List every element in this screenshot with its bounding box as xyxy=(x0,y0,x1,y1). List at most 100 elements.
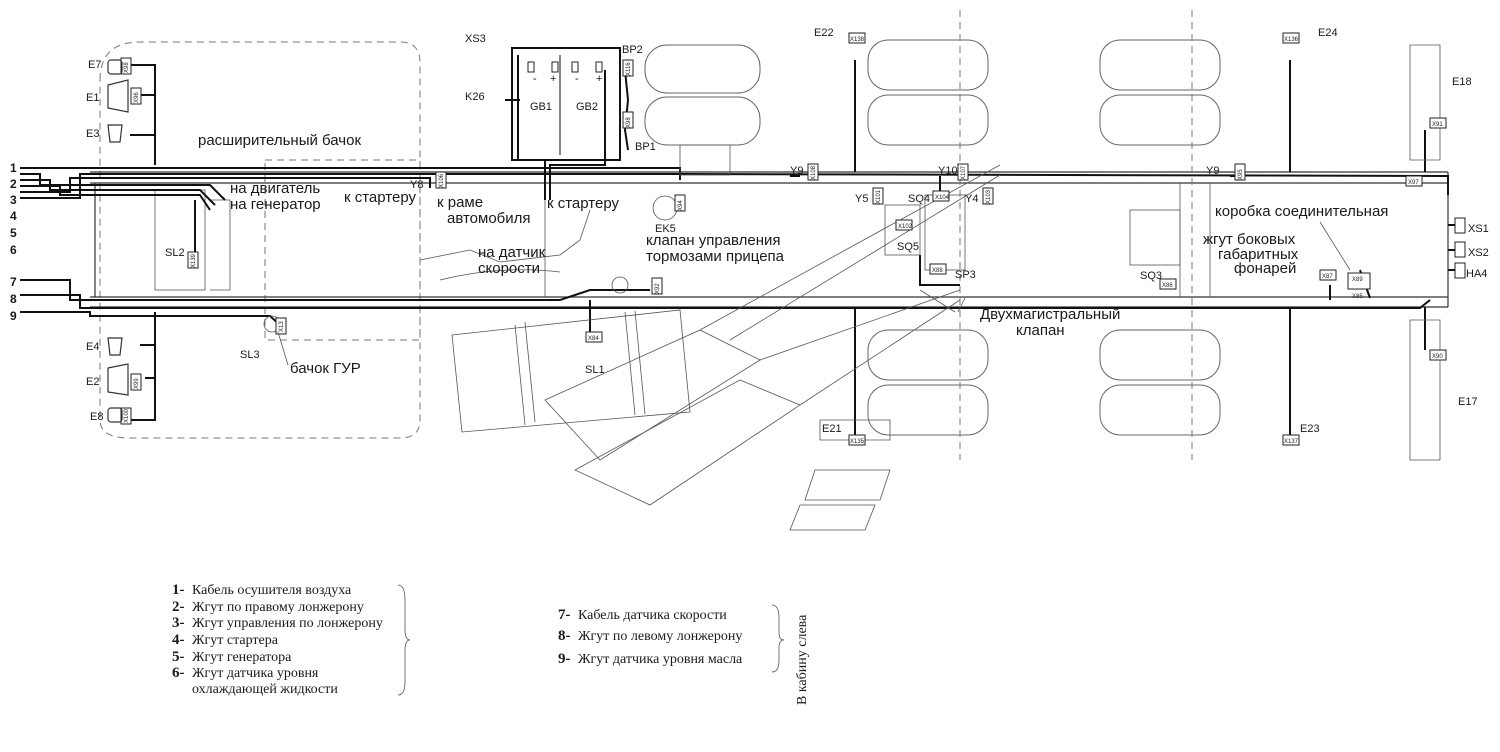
label-x136: X136 xyxy=(1284,37,1299,43)
label-ha4: HA4 xyxy=(1466,268,1487,280)
annot-expansion-tank: расширительный бачок xyxy=(198,132,361,149)
wire-number-5: 5 xyxy=(10,226,17,240)
label-y9: Y9 xyxy=(790,165,803,177)
connector-labels: X98 X96 X139 X13 X99 X100 X106 X116 X98 … xyxy=(124,37,1443,445)
label-gb1: GB1 xyxy=(530,101,552,113)
annot-speed-sensor-2: скорости xyxy=(478,260,540,277)
label-ek5: EK5 xyxy=(655,223,676,235)
label-e8: E8 xyxy=(90,411,103,423)
annot-to-starter-2: к стартеру xyxy=(547,195,620,212)
battery-box xyxy=(511,47,621,161)
legend-num-4: 4- xyxy=(172,632,185,648)
label-k26: K26 xyxy=(465,91,485,103)
label-y8: Y8 xyxy=(410,179,423,191)
battery-minus-1: - xyxy=(533,73,537,85)
legend-text-1: Кабель осушителя воздуха xyxy=(192,583,352,598)
label-e24: E24 xyxy=(1318,27,1338,39)
label-x89: X89 xyxy=(1352,277,1363,283)
legend-text-6b: охлаждающей жидкости xyxy=(192,682,338,697)
annot-trailer-valve-2: тормозами прицепа xyxy=(646,248,785,265)
label-x90: X90 xyxy=(1432,354,1443,360)
legend-left: 1- Кабель осушителя воздуха 2- Жгут по п… xyxy=(172,582,411,697)
label-x86: X86 xyxy=(1162,283,1173,289)
label-bp1: BP1 xyxy=(635,141,656,153)
label-y5: Y5 xyxy=(855,193,868,205)
annot-power-steering-tank: бачок ГУР xyxy=(290,360,361,377)
label-sq5: SQ5 xyxy=(897,241,919,253)
engine-outline xyxy=(154,189,591,291)
label-x106: X106 xyxy=(439,173,445,188)
label-x99: X99 xyxy=(134,378,140,389)
annot-to-frame-2: автомобиля xyxy=(447,210,531,227)
wire-number-4: 4 xyxy=(10,209,17,223)
label-e2: E2 xyxy=(86,376,99,388)
label-x137: X137 xyxy=(1284,439,1299,445)
label-sl2: SL2 xyxy=(165,247,185,259)
annot-speed-sensor-1: на датчик xyxy=(478,244,546,261)
air-tanks xyxy=(644,44,761,176)
label-x91: X91 xyxy=(1432,122,1443,128)
label-xs1: XS1 xyxy=(1468,223,1489,235)
label-gb2: GB2 xyxy=(576,101,598,113)
label-xs3: XS3 xyxy=(465,33,486,45)
legend-num-5: 5- xyxy=(172,649,185,665)
wire-number-6: 6 xyxy=(10,243,17,257)
tires xyxy=(867,10,1441,461)
label-sq3: SQ3 xyxy=(1140,270,1162,282)
annot-trailer-valve-1: клапан управления xyxy=(646,232,781,249)
label-sq4: SQ4 xyxy=(908,193,930,205)
label-sp3: SP3 xyxy=(955,269,976,281)
label-sl1: SL1 xyxy=(585,364,605,376)
label-xs2: XS2 xyxy=(1468,247,1489,259)
fuel-tank xyxy=(451,309,691,433)
label-y9b: Y9 xyxy=(1206,165,1219,177)
label-x13: X13 xyxy=(279,321,285,332)
annot-side-lights-1: жгут боковых xyxy=(1203,231,1296,248)
label-e18: E18 xyxy=(1452,76,1472,88)
label-x139: X139 xyxy=(191,253,197,268)
battery-plus-2: + xyxy=(596,73,602,85)
legend-text-9: Жгут датчика уровня масла xyxy=(578,652,743,667)
wire-numbers: 1 2 3 4 5 6 7 8 9 xyxy=(10,161,17,323)
label-y4: Y4 xyxy=(965,193,978,205)
annot-junction-box: коробка соединительная xyxy=(1215,203,1388,220)
legend-text-8: Жгут по левому лонжерону xyxy=(578,629,742,644)
label-sl3: SL3 xyxy=(240,349,260,361)
battery-minus-2: - xyxy=(575,73,579,85)
label-x87: X87 xyxy=(1322,274,1333,280)
legend-num-9: 9- xyxy=(558,651,571,667)
annot-to-frame-1: к раме xyxy=(437,194,483,211)
annot-dual-valve-2: клапан xyxy=(1016,322,1065,339)
label-x94: X94 xyxy=(678,200,684,211)
label-x104: X104 xyxy=(935,195,950,201)
label-e21: E21 xyxy=(822,423,842,435)
label-e23: E23 xyxy=(1300,423,1320,435)
legend-right: 7- Кабель датчика скорости 8- Жгут по ле… xyxy=(558,604,810,705)
wire-number-3: 3 xyxy=(10,193,17,207)
label-x98: X98 xyxy=(124,62,130,73)
label-x85: X85 xyxy=(1352,294,1363,300)
label-y10: Y10 xyxy=(938,165,958,177)
label-e1: E1 xyxy=(86,92,99,104)
label-e7: E7 xyxy=(88,59,101,71)
label-x116: X116 xyxy=(626,62,632,76)
label-x98b: X98 xyxy=(626,117,632,128)
component-labels: E7 E1 E3 E4 E2 E8 XS3 K26 GB1 GB2 BP2 BP… xyxy=(86,27,1489,435)
connector-boxes xyxy=(120,32,1466,446)
legend-text-5: Жгут генератора xyxy=(192,650,292,665)
legend-num-2: 2- xyxy=(172,599,185,615)
legend-text-4: Жгут стартера xyxy=(192,633,279,648)
label-x96: X96 xyxy=(134,92,140,103)
legend-num-6: 6- xyxy=(172,665,185,681)
legend-text-2: Жгут по правому лонжерону xyxy=(192,600,364,615)
legend-num-8: 8- xyxy=(558,628,571,644)
label-x88: X88 xyxy=(932,268,943,274)
legend-num-7: 7- xyxy=(558,607,571,623)
label-e17: E17 xyxy=(1458,396,1478,408)
label-e3: E3 xyxy=(86,128,99,140)
label-x84: X84 xyxy=(588,336,599,342)
cabin-note: В кабину слева xyxy=(795,614,810,705)
annot-to-generator: на генератор xyxy=(230,196,321,213)
battery-plus-1: + xyxy=(550,73,556,85)
label-x135: X135 xyxy=(850,439,865,445)
